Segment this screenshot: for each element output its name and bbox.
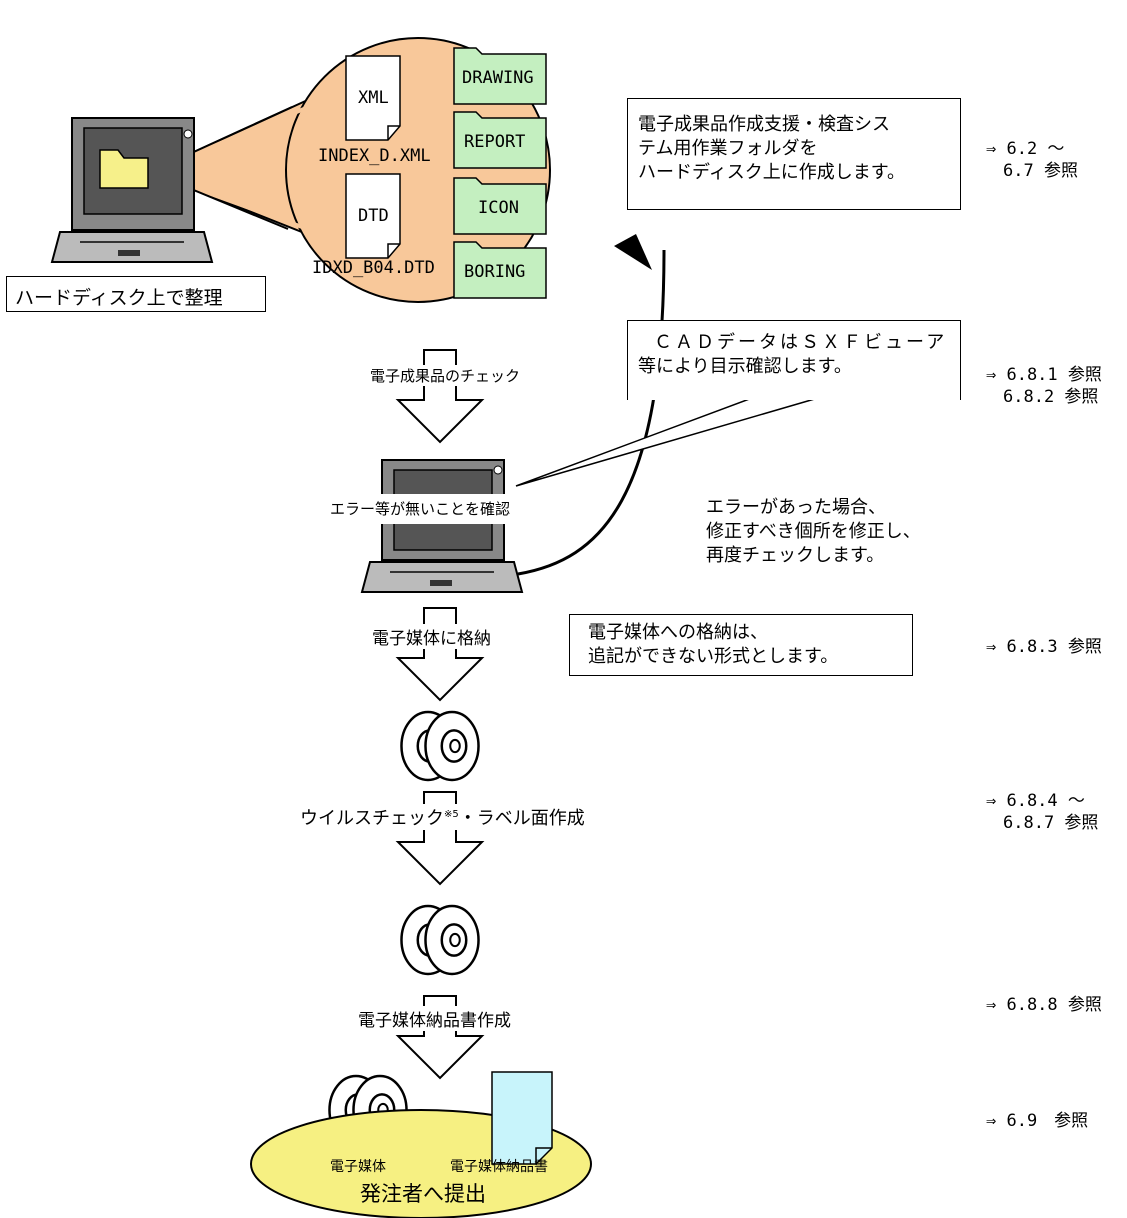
step-store-label: 電子媒体に格納 — [370, 624, 493, 649]
folder-drawing: DRAWING — [462, 68, 534, 88]
xml-badge: XML — [358, 88, 389, 108]
ref-6-2-line-2: 6.7 参照 — [986, 161, 1078, 181]
work-folder-line-1: 電子成果品作成支援・検査シス — [638, 114, 890, 135]
ref-6-9-line-1: ⇒ 6.9 参照 — [986, 1111, 1089, 1131]
ref-6-8-3: ⇒ 6.8.3 参照 — [986, 636, 1102, 658]
cad-box: ＣＡＤデータはＳＸＦビューア 等により目示確認します。 — [627, 320, 961, 400]
work-folder-line-3: ハードディスク上に作成します。 — [638, 162, 905, 183]
ref-6-8-8: ⇒ 6.8.8 参照 — [986, 994, 1102, 1016]
error-note-line-3: 再度チェックします。 — [706, 545, 885, 566]
ref-6-2-line-1: ⇒ 6.2 ～ — [986, 139, 1065, 159]
virus-text-a: ウイルスチェック — [300, 808, 444, 829]
certificate-document-icon — [491, 1071, 553, 1165]
recheck-arrowhead — [614, 234, 652, 270]
work-folder-line-2: テム用作業フォルダを — [638, 138, 818, 159]
ref-6-8-1-line-2: 6.8.2 参照 — [986, 387, 1099, 407]
virus-footnote: ※5 — [444, 809, 459, 820]
xml-file-name: INDEX_D.XML — [318, 146, 431, 166]
work-folder-box: 電子成果品作成支援・検査シス テム用作業フォルダを ハードディスク上に作成します… — [627, 98, 961, 210]
confirm-label-bg — [322, 494, 556, 524]
xml-file-icon — [345, 55, 401, 141]
flow-arrow — [395, 349, 485, 444]
cad-callout-tail — [515, 397, 819, 487]
ref-6-8-4-line-1: ⇒ 6.8.4 ～ — [986, 791, 1085, 811]
ref-6-8-8-line-1: ⇒ 6.8.8 参照 — [986, 995, 1102, 1015]
folder-icon-label: ICON — [478, 198, 519, 218]
ref-6-9: ⇒ 6.9 参照 — [986, 1110, 1088, 1132]
error-note-line-2: 修正すべき個所を修正し、 — [706, 521, 921, 542]
flow-arrow — [395, 607, 485, 702]
virus-text-b: ・ラベル面作成 — [458, 808, 585, 829]
folder-icon — [453, 177, 547, 235]
ref-6-2: ⇒ 6.2 ～ 6.7 参照 — [986, 138, 1078, 182]
flow-arrow — [395, 791, 485, 886]
folder-report: REPORT — [464, 132, 526, 152]
laptop-icon — [50, 117, 214, 263]
certificate-label: 電子媒体納品書 — [450, 1159, 548, 1175]
ref-6-8-4: ⇒ 6.8.4 ～ 6.8.7 参照 — [986, 790, 1098, 834]
storage-box: 電子媒体への格納は、 追記ができない形式とします。 — [569, 614, 913, 676]
storage-line-1: 電子媒体への格納は、 — [588, 622, 768, 643]
flow-arrow — [395, 995, 485, 1080]
error-note: エラーがあった場合、 修正すべき個所を修正し、 再度チェックします。 — [706, 496, 921, 568]
ref-6-8-1-line-1: ⇒ 6.8.1 参照 — [986, 365, 1102, 385]
dtd-badge: DTD — [358, 206, 389, 226]
media-label: 電子媒体 — [330, 1159, 386, 1175]
folder-boring: BORING — [464, 262, 526, 282]
ref-6-8-1: ⇒ 6.8.1 参照 6.8.2 参照 — [986, 364, 1102, 408]
folder-icon — [453, 241, 547, 299]
folder-icon — [453, 47, 547, 105]
step-virus-label: ウイルスチェック※5・ラベル面作成 — [298, 804, 587, 830]
hdd-label: ハードディスク上で整理 — [6, 276, 266, 312]
cd-disc-icon — [400, 904, 480, 976]
dtd-file-name: IDXD_B04.DTD — [312, 258, 435, 278]
ref-6-8-3-line-1: ⇒ 6.8.3 参照 — [986, 637, 1102, 657]
error-note-line-1: エラーがあった場合、 — [706, 497, 886, 518]
cd-disc-icon — [400, 710, 480, 782]
screen-folder-icon — [99, 149, 149, 189]
cad-line-2: 等により目示確認します。 — [638, 356, 852, 377]
ref-6-8-4-line-2: 6.8.7 参照 — [986, 813, 1099, 833]
cad-line-1: ＣＡＤデータはＳＸＦビューア — [654, 332, 948, 353]
step-check-label: 電子成果品のチェック — [368, 365, 523, 386]
folder-icon — [453, 111, 547, 169]
dtd-file-icon — [345, 173, 401, 259]
step-cert-label: 電子媒体納品書作成 — [356, 1006, 513, 1031]
laptop-check-icon — [360, 459, 524, 593]
submission-title: 発注者へ提出 — [360, 1182, 486, 1206]
storage-line-2: 追記ができない形式とします。 — [588, 646, 839, 667]
step-confirm-label: エラー等が無いことを確認 — [330, 500, 511, 518]
